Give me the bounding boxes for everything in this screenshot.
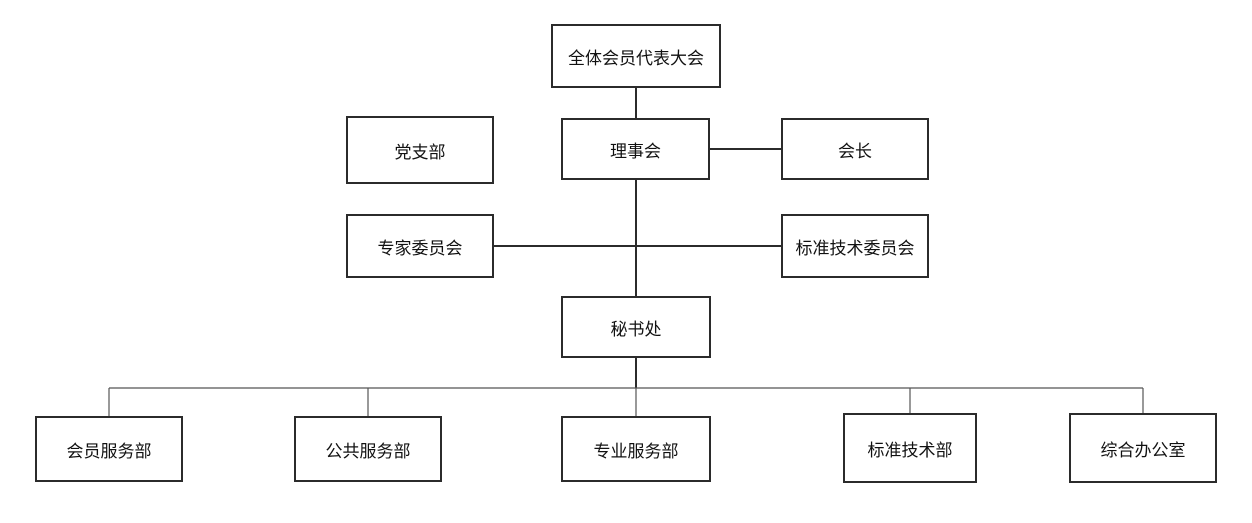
expert-committee-box: 专家委员会 <box>346 214 494 278</box>
department-box: 会员服务部 <box>35 416 183 482</box>
assembly-box: 全体会员代表大会 <box>551 24 721 88</box>
department-box: 标准技术部 <box>843 413 977 483</box>
party-branch-box: 党支部 <box>346 116 494 184</box>
department-box: 综合办公室 <box>1069 413 1217 483</box>
council-box: 理事会 <box>561 118 710 180</box>
secretariat-box: 秘书处 <box>561 296 711 358</box>
department-box: 公共服务部 <box>294 416 442 482</box>
standards-committee-box: 标准技术委员会 <box>781 214 929 278</box>
department-box: 专业服务部 <box>561 416 711 482</box>
president-box: 会长 <box>781 118 929 180</box>
